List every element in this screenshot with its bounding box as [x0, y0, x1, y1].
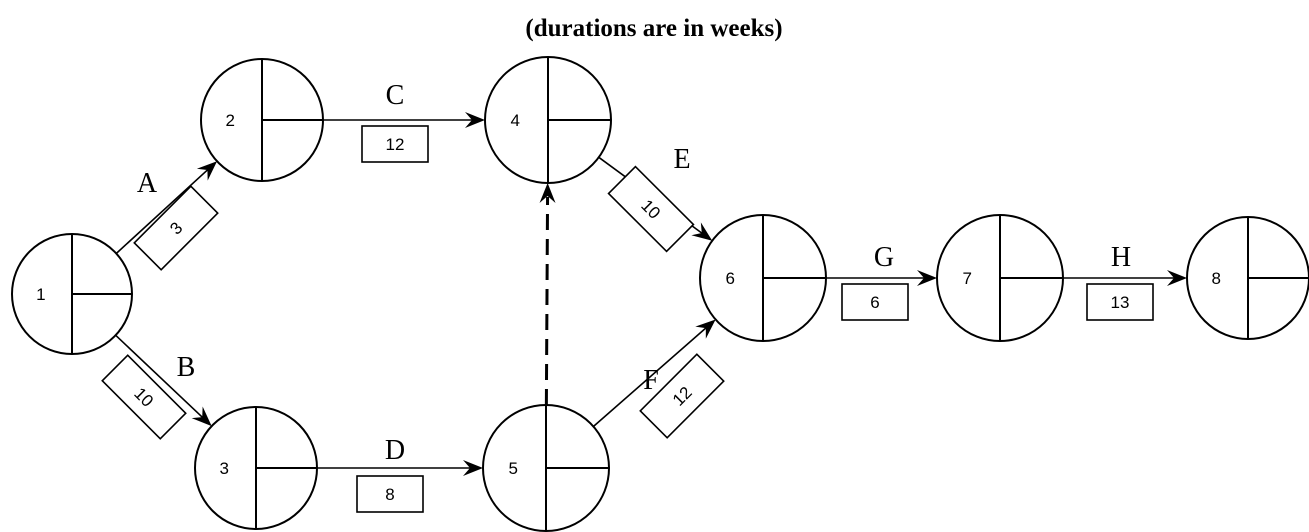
edges-layer	[115, 112, 1187, 476]
activity-letter-c: C	[386, 80, 405, 111]
node-number: 8	[1212, 269, 1221, 288]
duration-value-g: 6	[870, 293, 879, 312]
duration-box-frame	[133, 185, 219, 271]
arrowhead-h	[1167, 270, 1187, 286]
duration-box-frame	[356, 475, 424, 513]
duration-value-c: 12	[386, 135, 405, 154]
event-node-4: 4	[484, 56, 612, 184]
activity-letter-b: B	[177, 352, 196, 383]
node-number: 4	[511, 111, 520, 130]
event-node-7: 7	[936, 214, 1064, 342]
arrowhead-e	[691, 222, 713, 241]
arrowhead-b	[191, 406, 212, 427]
activity-letter-d: D	[385, 435, 405, 466]
diagram-caption: (durations are in weeks)	[525, 15, 782, 42]
event-node-6: 6	[699, 214, 827, 342]
duration-box-c: 12	[361, 125, 429, 163]
node-number: 6	[726, 269, 735, 288]
duration-box-frame	[1086, 283, 1154, 321]
activity-letter-e: E	[673, 144, 690, 175]
activity-letter-g: G	[874, 242, 894, 273]
duration-box-frame	[639, 353, 725, 439]
arrowhead-g	[917, 270, 937, 286]
duration-box-g: 6	[841, 283, 909, 321]
duration-box-a: 3	[133, 185, 219, 271]
event-node-5: 5	[482, 404, 610, 532]
event-node-1: 1	[11, 233, 133, 355]
node-number: 5	[509, 459, 518, 478]
activity-edge-f	[592, 326, 708, 428]
duration-box-e: 10	[607, 165, 695, 253]
node-number: 1	[36, 285, 45, 304]
arrowhead-d	[463, 460, 483, 476]
arrowhead-c	[465, 112, 485, 128]
arrowhead-a	[196, 161, 218, 181]
duration-box-f: 12	[639, 353, 725, 439]
duration-box-h: 13	[1086, 283, 1154, 321]
activity-letter-h: H	[1111, 242, 1131, 273]
duration-box-frame	[841, 283, 909, 321]
node-number: 7	[963, 269, 972, 288]
duration-box-d: 8	[356, 475, 424, 513]
duration-box-frame	[361, 125, 429, 163]
duration-box-frame	[607, 165, 695, 253]
duration-value-h: 13	[1111, 293, 1130, 312]
activity-edge-a	[115, 168, 209, 255]
activity-letter-a: A	[137, 168, 158, 199]
arrowhead-dummy-5-4	[539, 182, 556, 204]
duration-box-b: 10	[101, 354, 187, 440]
duration-box-frame	[101, 354, 187, 440]
dummy-5-4	[544, 196, 550, 406]
node-number: 3	[220, 459, 229, 478]
duration-value-d: 8	[385, 485, 394, 504]
arrowhead-f	[695, 319, 716, 339]
event-node-2: 2	[200, 58, 324, 182]
event-node-8: 8	[1186, 216, 1309, 340]
activity-edge-b	[115, 334, 204, 419]
activity-letter-f: F	[643, 365, 659, 396]
node-number: 2	[226, 111, 235, 130]
event-node-3: 3	[194, 406, 318, 530]
